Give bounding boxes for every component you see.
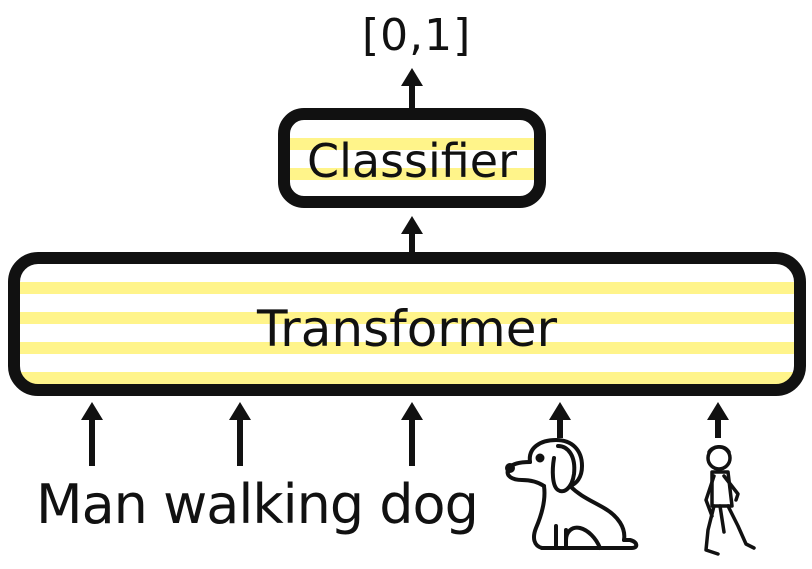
arrow-input-man (81, 402, 103, 466)
arrow-input-dog (401, 402, 423, 466)
classifier-label: Classifier (307, 134, 517, 188)
transformer-box: Transformer (8, 252, 806, 396)
output-label: [0,1] (362, 10, 472, 61)
arrow-input-walking (229, 402, 251, 466)
classifier-box: Classifier (278, 108, 546, 208)
arrow-input-person-image (707, 402, 729, 438)
input-sentence: Man walking dog (36, 473, 479, 536)
arrow-input-dog-image (549, 402, 571, 438)
dog-icon (505, 438, 639, 550)
person-walking-icon (704, 445, 756, 556)
arrow-transformer-to-classifier (401, 216, 423, 252)
transformer-label: Transformer (256, 300, 558, 358)
arrow-classifier-to-output (401, 68, 423, 108)
